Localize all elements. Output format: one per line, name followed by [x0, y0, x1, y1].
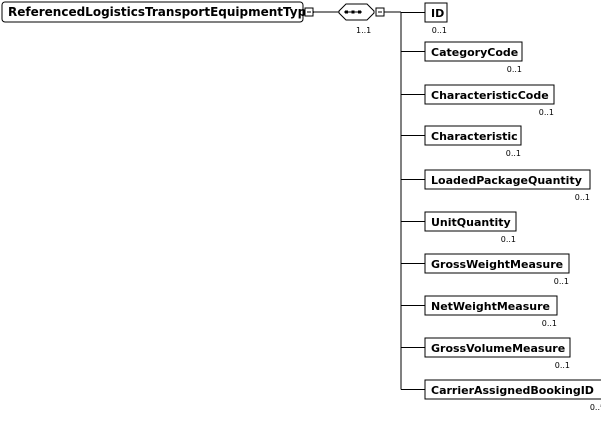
element-label: ID [431, 7, 444, 20]
element-label: CategoryCode [431, 46, 518, 59]
element-node[interactable]: LoadedPackageQuantity 0..1 [401, 169, 591, 202]
element-node[interactable]: CarrierAssignedBookingID 0..* [401, 379, 601, 412]
sequence-collapse-icon[interactable] [375, 7, 385, 17]
element-cardinality: 0..1 [555, 361, 570, 370]
element-label: Characteristic [431, 130, 518, 143]
element-box[interactable] [424, 2, 448, 23]
element-box[interactable] [424, 379, 601, 400]
element-box[interactable] [424, 295, 558, 316]
element-cardinality: 0..* [590, 403, 601, 412]
element-cardinality: 0..1 [506, 149, 521, 158]
element-box[interactable] [424, 253, 570, 274]
element-label: CharacteristicCode [431, 89, 549, 102]
element-cardinality: 0..1 [554, 277, 569, 286]
element-node[interactable]: GrossVolumeMeasure 0..1 [401, 337, 571, 370]
element-cardinality: 0..1 [539, 108, 554, 117]
root-type-label: ReferencedLogisticsTransportEquipmentTyp… [8, 5, 314, 19]
element-box[interactable] [424, 337, 571, 358]
element-box[interactable] [424, 169, 591, 190]
element-label: GrossWeightMeasure [431, 258, 563, 271]
element-box[interactable] [424, 125, 522, 146]
root-type-node[interactable]: ReferencedLogisticsTransportEquipmentTyp… [1, 1, 314, 23]
root-collapse-icon[interactable] [304, 7, 314, 17]
element-node[interactable]: CharacteristicCode 0..1 [401, 84, 555, 117]
element-node[interactable]: UnitQuantity 0..1 [401, 211, 517, 244]
element-label: CarrierAssignedBookingID [431, 384, 594, 397]
element-cardinality: 0..1 [432, 26, 447, 35]
element-box[interactable] [424, 211, 517, 232]
element-node[interactable]: CategoryCode 0..1 [401, 41, 523, 74]
element-label: GrossVolumeMeasure [431, 342, 565, 355]
element-cardinality: 0..1 [575, 193, 590, 202]
element-node[interactable]: ID 0..1 [401, 2, 448, 35]
element-box[interactable] [424, 84, 555, 105]
sequence-cardinality: 1..1 [356, 26, 371, 35]
child-elements: ID0..1CategoryCode0..1CharacteristicCode… [401, 2, 601, 412]
element-cardinality: 0..1 [501, 235, 516, 244]
element-label: NetWeightMeasure [431, 300, 550, 313]
sequence-compositor-icon[interactable] [338, 3, 375, 21]
element-node[interactable]: Characteristic 0..1 [401, 125, 522, 158]
element-label: LoadedPackageQuantity [431, 174, 582, 187]
element-cardinality: 0..1 [507, 65, 522, 74]
element-node[interactable]: NetWeightMeasure 0..1 [401, 295, 558, 328]
element-cardinality: 0..1 [542, 319, 557, 328]
element-label: UnitQuantity [431, 216, 511, 229]
element-node[interactable]: GrossWeightMeasure 0..1 [401, 253, 570, 286]
element-box[interactable] [424, 41, 523, 62]
